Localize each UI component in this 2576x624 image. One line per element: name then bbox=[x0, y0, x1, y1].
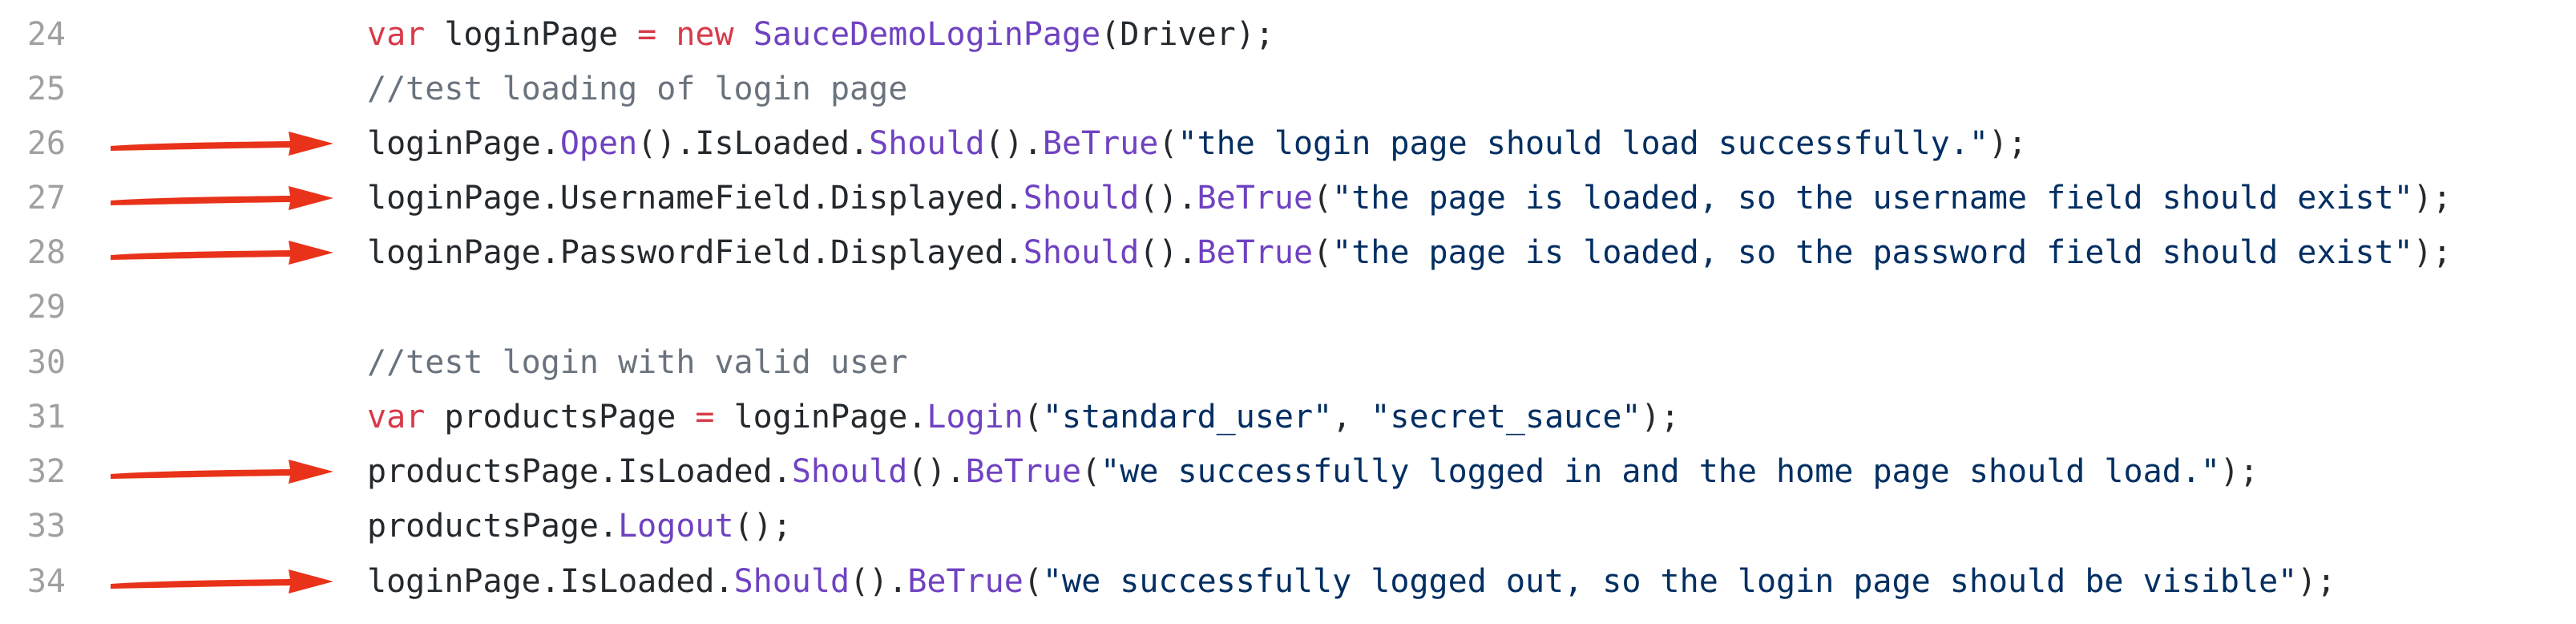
code-token: Should bbox=[869, 125, 985, 162]
code-token: ); bbox=[1988, 125, 2028, 162]
code-text: //test login with valid user bbox=[367, 334, 907, 391]
code-token: BeTrue bbox=[1197, 234, 1314, 271]
code-token: ); bbox=[1641, 399, 1680, 436]
code-line: 31 var productsPage = loginPage.Login("st… bbox=[0, 389, 2576, 445]
code-token: ( bbox=[1081, 453, 1101, 490]
code-token: (). bbox=[984, 125, 1043, 162]
code-line: 34 loginPage.IsLoaded.Should().BeTrue("we… bbox=[0, 553, 2576, 610]
code-token: = bbox=[695, 399, 715, 436]
code-token: (). bbox=[907, 453, 966, 490]
code-token: ( bbox=[1313, 234, 1333, 271]
code-token: (). bbox=[850, 563, 908, 600]
code-token: ( bbox=[1023, 563, 1043, 600]
code-token: "the login page should load successfully… bbox=[1177, 125, 1989, 162]
code-token: Should bbox=[791, 453, 908, 490]
red-right-arrow-icon bbox=[111, 132, 333, 156]
red-right-arrow-icon bbox=[111, 186, 333, 210]
red-right-arrow-icon bbox=[111, 569, 333, 594]
code-token: ().IsLoaded. bbox=[637, 125, 870, 162]
code-token: loginPage.PasswordField.Displayed. bbox=[367, 234, 1024, 271]
code-token: "the page is loaded, so the password fie… bbox=[1332, 234, 2413, 271]
code-token: = bbox=[637, 16, 657, 53]
code-token: Login bbox=[927, 399, 1024, 436]
code-token: ); bbox=[2412, 180, 2452, 217]
code-token: SauceDemoLoginPage bbox=[753, 16, 1101, 53]
code-text: loginPage.PasswordField.Displayed.Should… bbox=[367, 225, 2452, 281]
code-text: loginPage.UsernameField.Displayed.Should… bbox=[367, 170, 2452, 226]
line-number: 24 bbox=[26, 16, 66, 53]
code-token: ( bbox=[1023, 399, 1043, 436]
code-text: productsPage.Logout(); bbox=[367, 498, 792, 554]
line-number: 31 bbox=[26, 399, 66, 436]
code-token: loginPage bbox=[425, 16, 638, 53]
code-token: ( bbox=[1313, 180, 1333, 217]
code-token: (). bbox=[1139, 234, 1197, 271]
code-token: (); bbox=[733, 508, 792, 545]
line-number: 32 bbox=[26, 453, 66, 490]
code-token: (Driver); bbox=[1100, 16, 1274, 53]
code-token: productsPage.IsLoaded. bbox=[367, 453, 792, 490]
code-token: Logout bbox=[618, 508, 734, 545]
code-line: 24 var loginPage = new SauceDemoLoginPage… bbox=[0, 6, 2576, 63]
code-token: "secret_sauce" bbox=[1371, 399, 1641, 436]
code-token: productsPage bbox=[425, 399, 696, 436]
line-number: 25 bbox=[26, 71, 66, 107]
code-token: ); bbox=[2412, 234, 2452, 271]
code-token: "we successfully logged out, so the logi… bbox=[1042, 563, 2298, 600]
code-token: Should bbox=[1023, 234, 1140, 271]
red-right-arrow-icon bbox=[111, 241, 333, 265]
code-line: 28 loginPage.PasswordField.Displayed.Shou… bbox=[0, 225, 2576, 281]
line-number: 26 bbox=[26, 125, 66, 162]
code-line: 27 loginPage.UsernameField.Displayed.Shou… bbox=[0, 170, 2576, 226]
code-token bbox=[656, 16, 676, 53]
code-token bbox=[734, 16, 753, 53]
line-number: 30 bbox=[26, 344, 66, 381]
line-number: 34 bbox=[26, 563, 66, 600]
code-text: var productsPage = loginPage.Login("stan… bbox=[367, 389, 1680, 445]
code-token: //test loading of login page bbox=[367, 71, 908, 107]
code-token: new bbox=[676, 16, 734, 53]
code-token: "the page is loaded, so the username fie… bbox=[1332, 180, 2413, 217]
line-number: 27 bbox=[26, 180, 66, 217]
code-token: (). bbox=[1139, 180, 1197, 217]
code-line: 33 productsPage.Logout(); bbox=[0, 498, 2576, 554]
code-token: loginPage. bbox=[714, 399, 927, 436]
line-number: 29 bbox=[26, 289, 66, 326]
code-line: 25 //test loading of login page bbox=[0, 61, 2576, 117]
code-token: loginPage.UsernameField.Displayed. bbox=[367, 180, 1024, 217]
code-line: 30 //test login with valid user bbox=[0, 334, 2576, 391]
code-token: Should bbox=[1023, 180, 1140, 217]
code-token: Should bbox=[733, 563, 850, 600]
line-number: 28 bbox=[26, 234, 66, 271]
code-token: BeTrue bbox=[1197, 180, 1314, 217]
code-token: "we successfully logged in and the home … bbox=[1100, 453, 2220, 490]
code-text: var loginPage = new SauceDemoLoginPage(D… bbox=[367, 6, 1274, 63]
code-token: BeTrue bbox=[1042, 125, 1159, 162]
code-text: loginPage.Open().IsLoaded.Should().BeTru… bbox=[367, 115, 2027, 172]
code-line: 29 bbox=[0, 279, 2576, 335]
code-token: loginPage. bbox=[367, 125, 560, 162]
code-token: var bbox=[367, 16, 426, 53]
code-token: loginPage.IsLoaded. bbox=[367, 563, 734, 600]
code-token: BeTrue bbox=[965, 453, 1082, 490]
code-token: BeTrue bbox=[907, 563, 1024, 600]
code-token: "standard_user" bbox=[1042, 399, 1333, 436]
code-token: ); bbox=[2297, 563, 2336, 600]
code-text: productsPage.IsLoaded.Should().BeTrue("w… bbox=[367, 444, 2259, 500]
code-text: loginPage.IsLoaded.Should().BeTrue("we s… bbox=[367, 553, 2336, 610]
line-number: 33 bbox=[26, 508, 66, 545]
code-token: //test login with valid user bbox=[367, 344, 908, 381]
code-token: var bbox=[367, 399, 426, 436]
code-text: //test loading of login page bbox=[367, 61, 907, 117]
code-token: Open bbox=[559, 125, 638, 162]
code-token: ); bbox=[2219, 453, 2259, 490]
code-token: productsPage. bbox=[367, 508, 619, 545]
red-right-arrow-icon bbox=[111, 460, 333, 484]
code-token: , bbox=[1332, 399, 1371, 436]
code-token: ( bbox=[1158, 125, 1178, 162]
code-line: 32 productsPage.IsLoaded.Should().BeTrue(… bbox=[0, 444, 2576, 500]
code-line: 26 loginPage.Open().IsLoaded.Should().BeT… bbox=[0, 115, 2576, 172]
